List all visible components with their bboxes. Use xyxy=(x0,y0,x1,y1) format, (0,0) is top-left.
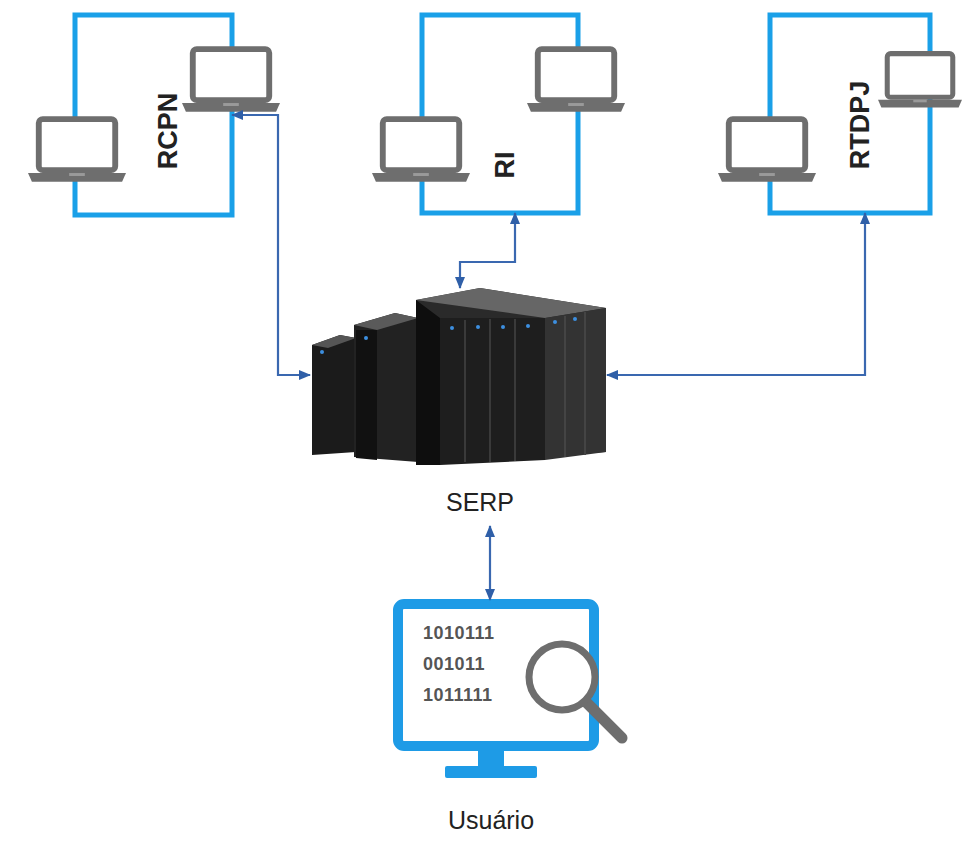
group-box: RI xyxy=(422,15,578,213)
server-illustration xyxy=(312,288,606,465)
group-box: RTDPJ xyxy=(770,15,930,213)
laptop-icon xyxy=(527,49,625,112)
group-outline xyxy=(75,15,232,215)
magnifier-icon xyxy=(529,644,622,738)
laptop-icon xyxy=(182,49,280,112)
binary-text: 1010111 xyxy=(423,624,495,642)
connector-arrow xyxy=(607,213,865,375)
laptop-icon xyxy=(718,119,816,182)
group-outline xyxy=(770,15,930,213)
laptop-icon xyxy=(372,119,470,182)
server-node: SERP xyxy=(310,286,607,524)
group-box: RCPN xyxy=(75,15,232,215)
group-label: RI xyxy=(492,152,519,179)
laptop-icon xyxy=(28,119,126,182)
node-label: Usuário xyxy=(448,808,534,833)
connector-arrow xyxy=(232,115,310,375)
connector-arrow xyxy=(489,526,491,600)
group-label: RCPN xyxy=(155,93,182,170)
group-label: RTDPJ xyxy=(847,81,874,170)
node-label: SERP xyxy=(446,490,514,515)
binary-text: 001011 xyxy=(423,655,485,673)
binary-text: 1011111 xyxy=(423,686,493,704)
connector-arrow xyxy=(460,213,515,288)
group-outline xyxy=(422,15,578,213)
user-node: Usuário 1010111 001011 1011111 xyxy=(393,600,599,838)
laptop-icon xyxy=(878,54,962,108)
monitor-icon xyxy=(398,604,594,778)
